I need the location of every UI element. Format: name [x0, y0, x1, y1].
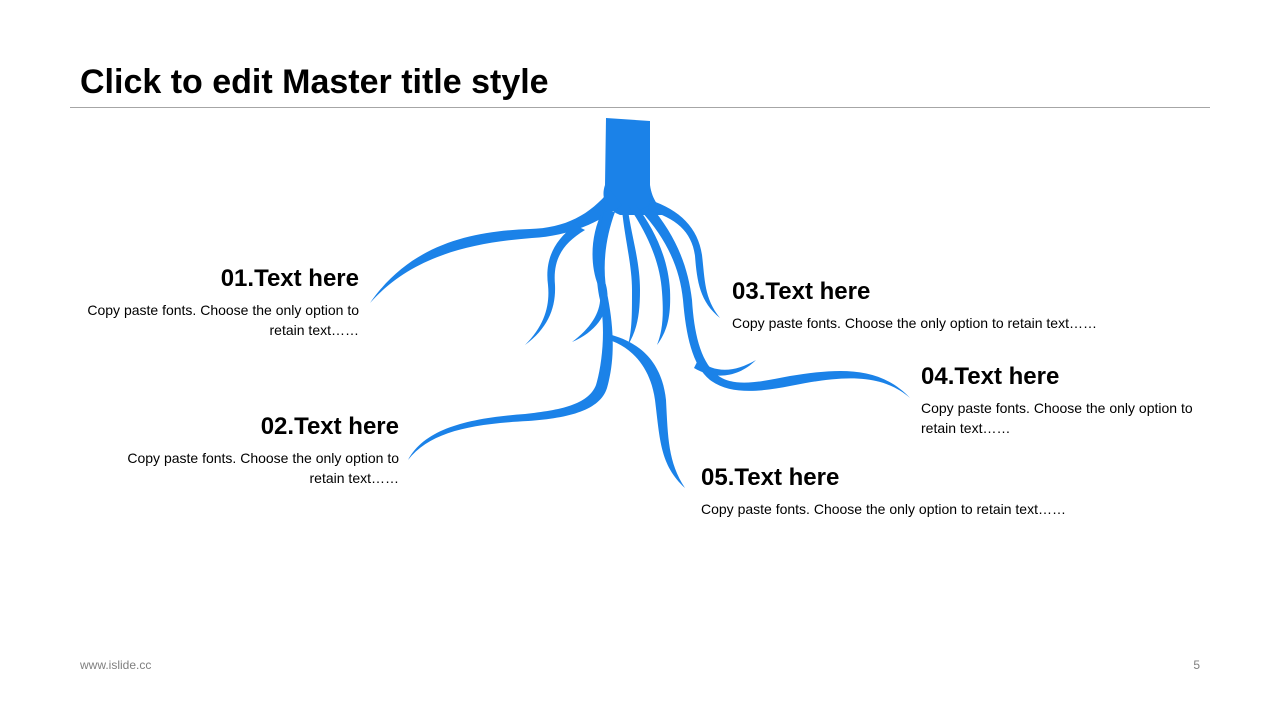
- slide-title: Click to edit Master title style: [80, 63, 549, 101]
- text-block-04: 04.Text here Copy paste fonts. Choose th…: [921, 362, 1201, 438]
- root-branch-01: [370, 190, 622, 303]
- footer-website: www.islide.cc: [80, 658, 152, 672]
- root-rootlet-d: [628, 205, 671, 345]
- root-rootlet-e: [694, 360, 756, 376]
- root-rootlet-a: [525, 225, 585, 345]
- item-heading-01: 01.Text here: [220, 265, 359, 292]
- item-heading-02: 02.Text here: [260, 413, 399, 440]
- page-number: 5: [1193, 658, 1200, 672]
- root-branch-05: [603, 334, 685, 488]
- item-heading-03: 03.Text here: [732, 278, 871, 305]
- root-trunk: [603, 118, 670, 215]
- item-body-04: Copy paste fonts. Choose the only option…: [921, 400, 1193, 436]
- root-branch-03: [648, 200, 720, 318]
- root-shape-group: [370, 118, 910, 488]
- item-body-01: Copy paste fonts. Choose the only option…: [87, 302, 359, 338]
- root-rootlet-c: [622, 210, 640, 345]
- item-heading-04: 04.Text here: [921, 363, 1060, 390]
- title-divider: [70, 107, 1210, 108]
- item-body-03: Copy paste fonts. Choose the only option…: [732, 315, 1097, 331]
- text-block-05: 05.Text here Copy paste fonts. Choose th…: [701, 463, 1121, 519]
- item-body-05: Copy paste fonts. Choose the only option…: [701, 501, 1066, 517]
- item-body-02: Copy paste fonts. Choose the only option…: [127, 450, 399, 486]
- text-block-03: 03.Text here Copy paste fonts. Choose th…: [732, 277, 1152, 333]
- text-block-01: 01.Text here Copy paste fonts. Choose th…: [80, 264, 359, 340]
- text-block-02: 02.Text here Copy paste fonts. Choose th…: [100, 412, 399, 488]
- item-heading-05: 05.Text here: [701, 464, 840, 491]
